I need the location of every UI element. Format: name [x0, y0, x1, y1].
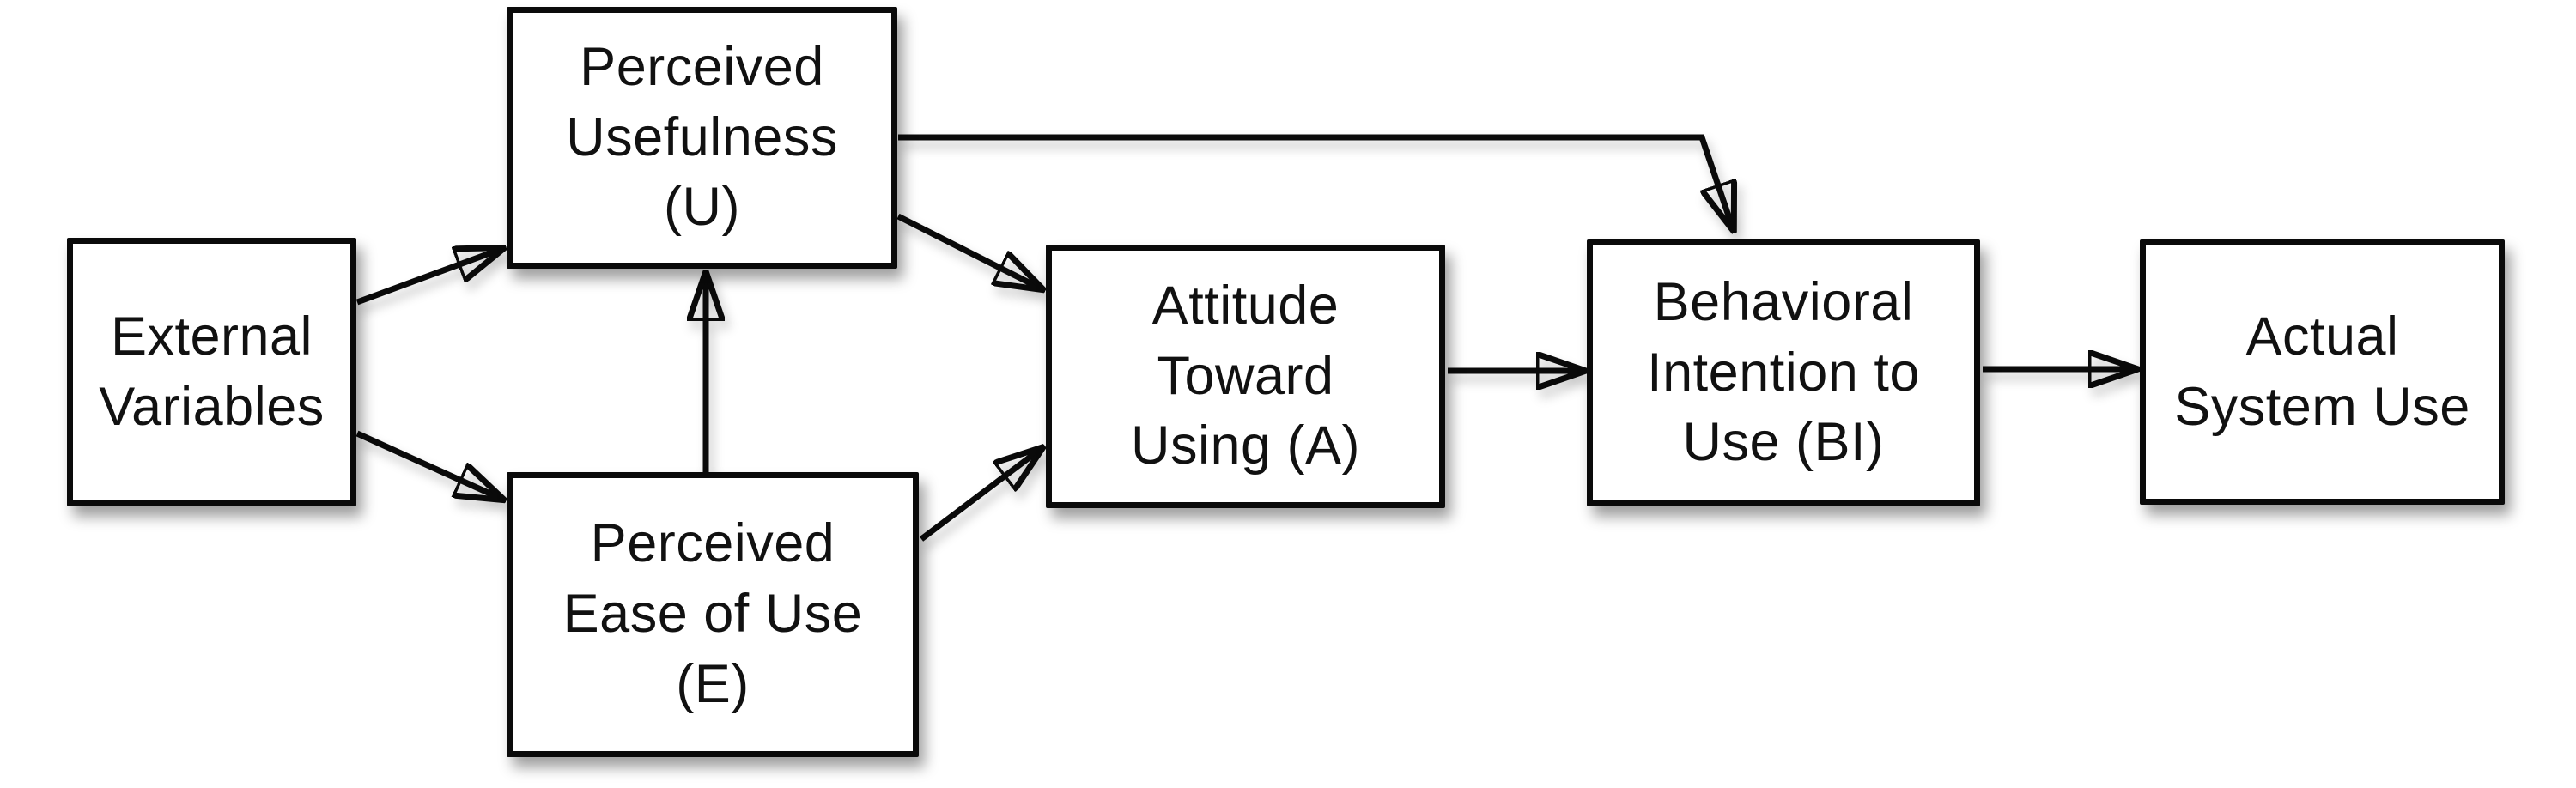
node-attitude-toward-using: Attitude Toward Using (A) [1046, 245, 1445, 508]
node-perceived-usefulness-label: Perceived Usefulness (U) [566, 36, 838, 238]
node-external-variables-label: External Variables [99, 306, 325, 437]
node-actual-system-use: Actual System Use [2140, 239, 2505, 505]
node-perceived-usefulness: Perceived Usefulness (U) [507, 7, 897, 269]
arrow-usefulness-to-attitude [896, 213, 1041, 288]
node-perceived-ease-of-use-label: Perceived Ease of Use (E) [562, 513, 863, 714]
node-behavioral-intention-label: Behavioral Intention to Use (BI) [1647, 271, 1920, 473]
node-behavioral-intention: Behavioral Intention to Use (BI) [1587, 239, 1980, 506]
arrow-external-to-perceived-usefulness [355, 249, 501, 306]
arrow-external-to-perceived-ease-of-use [355, 430, 501, 499]
node-actual-system-use-label: Actual System Use [2174, 306, 2470, 437]
arrow-usefulness-to-behavioral-intention [898, 134, 1733, 228]
node-external-variables: External Variables [67, 238, 356, 506]
node-attitude-toward-using-label: Attitude Toward Using (A) [1130, 275, 1361, 476]
node-perceived-ease-of-use: Perceived Ease of Use (E) [507, 472, 919, 757]
arrow-ease-of-use-to-attitude [919, 449, 1041, 542]
